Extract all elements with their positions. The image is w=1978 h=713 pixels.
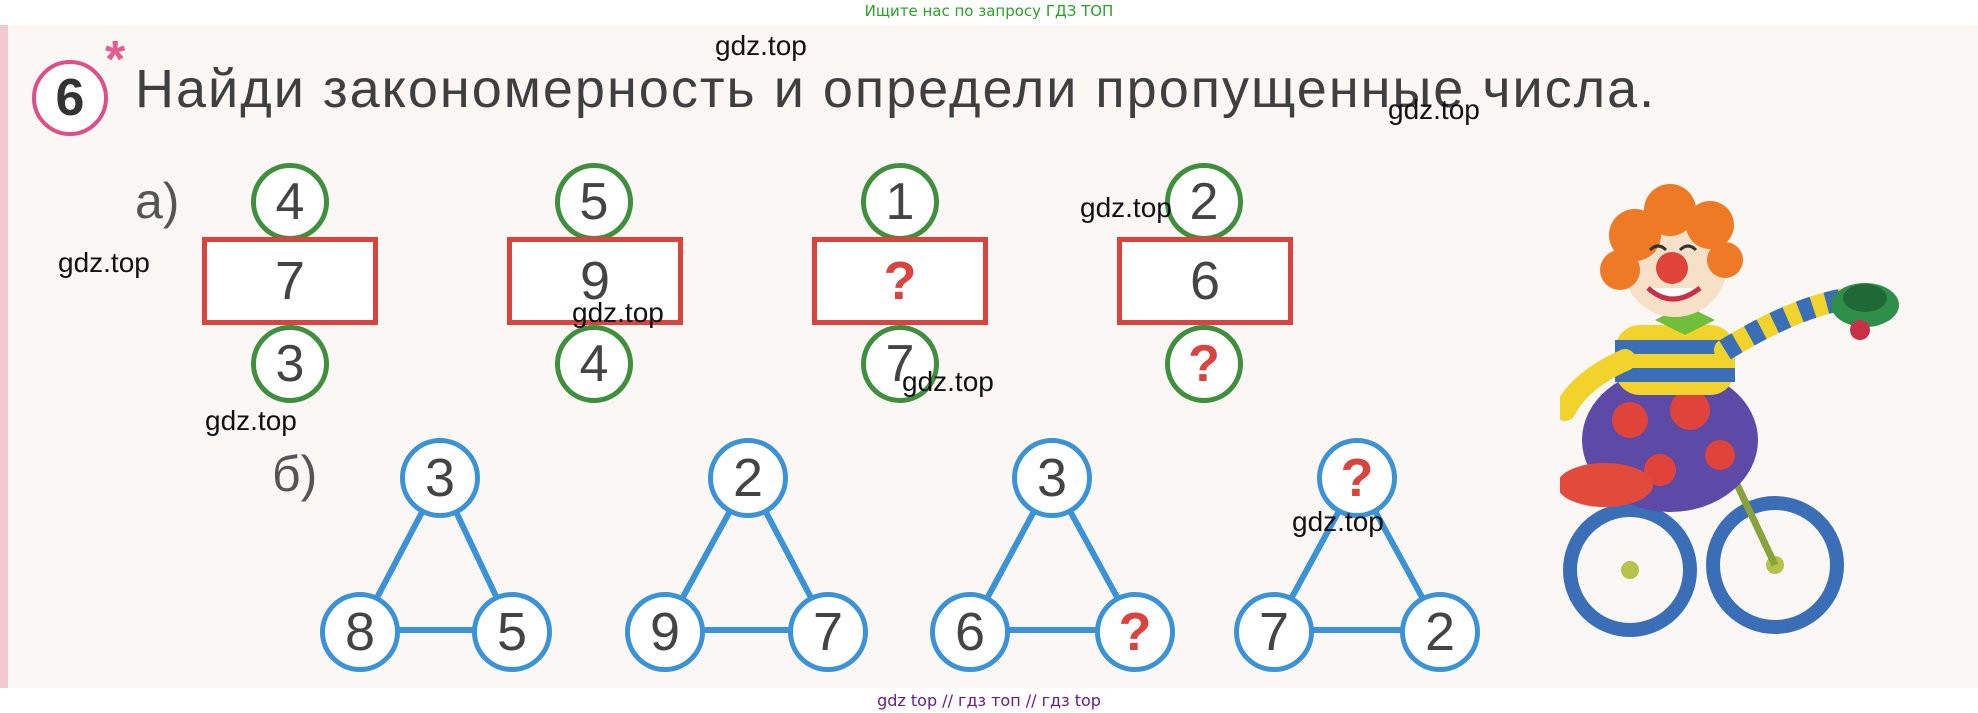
clown-on-unicycle-illustration [1560, 184, 1899, 637]
triangle-right-node: ? [1095, 592, 1175, 672]
triangle-left-node: 7 [1234, 592, 1314, 672]
part-a-middle-box: ? [812, 237, 988, 325]
page-edge [0, 25, 8, 688]
missing-number: ? [1118, 602, 1152, 662]
part-a-middle-box: 7 [202, 237, 378, 325]
task-title: Найди закономерность и определи пропущен… [135, 59, 1657, 119]
missing-number: ? [883, 251, 917, 311]
part-a-bottom-circle: ? [1165, 325, 1243, 403]
triangle-top-node: ? [1317, 438, 1397, 518]
triangle-left-node: 9 [625, 592, 705, 672]
triangle-top-node: 3 [1012, 438, 1092, 518]
triangle-left-node: 8 [320, 592, 400, 672]
top-banner[interactable]: Ищите нас по запросу ГДЗ ТОП [864, 2, 1114, 20]
task-number: 6 [32, 60, 108, 136]
triangle-right-node: 5 [472, 592, 552, 672]
watermark: gdz.top [1388, 94, 1480, 125]
part-a-label: а) [135, 173, 180, 229]
part-a-top-circle: 4 [251, 163, 329, 241]
watermark: gdz.top [58, 247, 150, 278]
star-icon: * [105, 31, 126, 89]
triangle-top-node: 3 [400, 438, 480, 518]
triangle-left-node: 6 [930, 592, 1010, 672]
missing-number: ? [1188, 335, 1220, 393]
part-a-middle-box: 6 [1117, 237, 1293, 325]
watermark: gdz.top [1292, 506, 1384, 537]
part-a-middle-box: 9 [507, 237, 683, 325]
triangle-right-node: 2 [1400, 592, 1480, 672]
part-a-bottom-circle: 4 [555, 325, 633, 403]
watermark: gdz.top [572, 297, 664, 328]
triangle-top-node: 2 [708, 438, 788, 518]
part-b-label: б) [272, 446, 318, 502]
missing-number: ? [1340, 448, 1374, 508]
bottom-banner[interactable]: gdz top // гдз топ // гдз top [877, 691, 1101, 710]
watermark: gdz.top [715, 30, 807, 61]
part-a-bottom-circle: 3 [251, 325, 329, 403]
part-a-top-circle: 1 [861, 163, 939, 241]
watermark: gdz.top [205, 405, 297, 436]
watermark: gdz.top [1080, 192, 1172, 223]
part-a-bottom-circle: 7 [861, 325, 939, 403]
watermark: gdz.top [902, 366, 994, 397]
triangle-right-node: 7 [788, 592, 868, 672]
